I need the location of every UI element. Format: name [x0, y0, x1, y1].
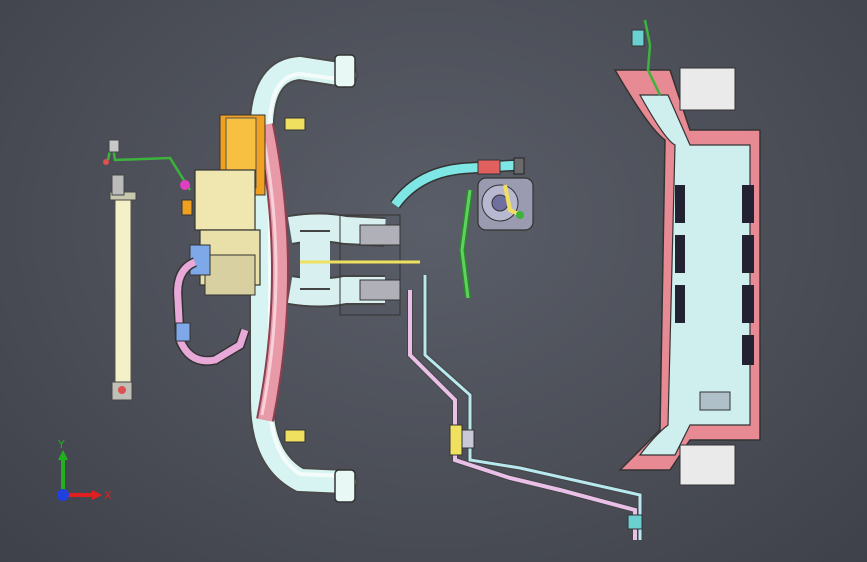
- coordinate-triad: Y X: [57, 438, 112, 502]
- y-axis-label: Y: [57, 438, 65, 451]
- z-axis-origin: [57, 489, 69, 501]
- left-vertical-bar[interactable]: [109, 191, 137, 401]
- engine-block[interactable]: [180, 114, 266, 296]
- cyan-hose[interactable]: [390, 157, 525, 209]
- fuel-lines[interactable]: [407, 275, 643, 540]
- pink-flange[interactable]: [256, 123, 289, 422]
- belt-tensioner[interactable]: [458, 189, 473, 299]
- x-axis-label: X: [104, 489, 112, 502]
- pump-assembly[interactable]: [477, 177, 534, 231]
- pink-hose[interactable]: [172, 257, 250, 366]
- air-duct-housing[interactable]: [613, 67, 761, 486]
- y-branch-pipe[interactable]: [287, 212, 420, 316]
- top-green-wire[interactable]: [631, 19, 662, 96]
- left-sensor-wire[interactable]: [103, 139, 192, 196]
